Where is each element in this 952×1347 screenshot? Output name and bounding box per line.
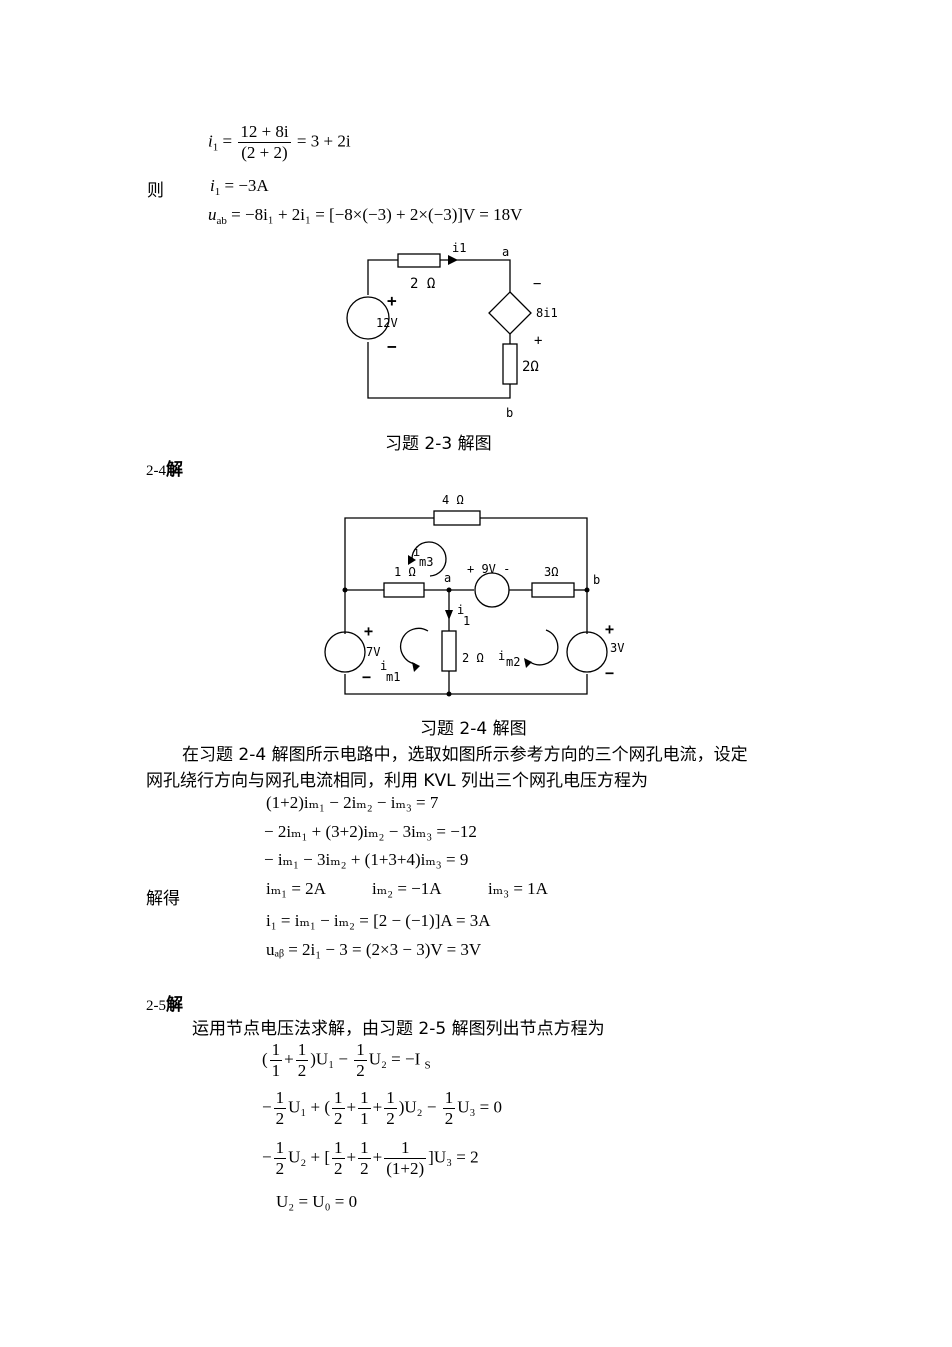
label-im2: i (498, 649, 505, 663)
circuit-2-3: i1 a b 2 Ω 12V 8i1 2Ω + − − + (346, 241, 558, 420)
label-12v: 12V (376, 316, 398, 330)
resistor-1ohm (383, 582, 425, 598)
para-2-4-line1: 在习题 2-4 解图所示电路中，选取如图所示参考方向的三个网孔电流，设定 (182, 745, 748, 765)
resistor-3ohm (531, 582, 575, 598)
label-1ohm: 1 Ω (394, 565, 416, 579)
heading-2-5: 2-5解 (146, 995, 183, 1015)
resistor-4ohm (433, 510, 481, 526)
mesh-eq-1: (1+2)iₘ₁ − 2iₘ₂ − iₘ₃ = 7 (266, 793, 439, 812)
voltage-source-12v (346, 296, 390, 340)
label-i1-sub: 1 (463, 614, 470, 628)
label-node-b: b (593, 573, 600, 587)
label-im1: i (380, 659, 387, 673)
label-3v: 3V (610, 641, 624, 655)
label-3ohm: 3Ω (544, 565, 558, 579)
label-7v: 7V (366, 645, 380, 659)
label-9v: + 9V - (467, 562, 510, 576)
result-im1: iₘ₁ = 2A (266, 879, 326, 898)
label-2ohm-top: 2 Ω (410, 276, 435, 292)
circuit-2-4: 4 Ω 1 Ω a + 9V - 3Ω b i 1 2 Ω i m3 7V i … (324, 493, 624, 697)
jiede-label: 解得 (146, 889, 180, 909)
label-i1: i1 (452, 241, 466, 255)
label-node-a: a (444, 571, 451, 585)
label-b: b (506, 406, 513, 420)
mesh-arrow-m2 (529, 629, 559, 666)
mesh-eq-3: − iₘ₁ − 3iₘ₂ + (1+3+4)iₘ₃ = 9 (264, 850, 469, 869)
label-i1: i (457, 603, 464, 617)
current-arrow-i1 (448, 255, 458, 265)
voltage-source-3v (566, 631, 608, 673)
caption-2-3: 习题 2-3 解图 (385, 434, 492, 454)
result-i1: i₁ = iₘ₁ − iₘ₂ = [2 − (−1)]A = 3A (266, 911, 491, 930)
mesh-eq-2: − 2iₘ₁ + (3+2)iₘ₂ − 3iₘ₃ = −12 (264, 822, 477, 841)
eq-i1-value: i1 = −3A (210, 176, 269, 198)
label-a: a (502, 245, 509, 259)
eq-i1-rhs: = 3 + 2i (296, 131, 351, 151)
svg-text:−: − (362, 668, 371, 686)
mesh-arrow-m1 (399, 627, 429, 665)
heading-2-4: 2-4解 (146, 460, 183, 480)
resistor-2ohm-right (502, 343, 518, 385)
result-im3: iₘ₃ = 1A (488, 879, 548, 898)
mesh-arrow-m3 (411, 541, 447, 577)
plus-dep: + (534, 333, 542, 349)
resistor-2ohm-top (397, 253, 441, 268)
label-im2-sub: m2 (506, 655, 520, 669)
caption-2-4: 习题 2-4 解图 (420, 719, 527, 739)
result-im2: iₘ₂ = −1A (372, 879, 442, 898)
eq-i1-numerator: 12 + 8i (238, 122, 291, 143)
label-4ohm: 4 Ω (442, 493, 464, 507)
svg-text:+: + (605, 620, 614, 638)
resistor-2ohm (441, 630, 457, 672)
label-im3-sub: m3 (419, 555, 433, 569)
eq-uab-23: uab = −8i₁ + 2i₁ = [−8×(−3) + 2×(−3)]V =… (208, 205, 523, 227)
ze-label: 则 (147, 181, 164, 201)
svg-text:−: − (605, 664, 614, 682)
label-2ohm: 2 Ω (462, 651, 484, 665)
arrow-i1 (445, 610, 453, 620)
minus-12v: − (387, 337, 397, 356)
svg-text:+: + (364, 622, 373, 640)
eq-i1-fraction: i1 = 12 + 8i(2 + 2) = 3 + 2i (208, 122, 351, 162)
plus-12v: + (387, 291, 397, 310)
voltage-source-7v (324, 631, 366, 673)
node-eq-4: U₂ = U₀ = 0 (276, 1192, 358, 1211)
minus-dep: − (533, 276, 541, 292)
eq-i1-denominator: (2 + 2) (241, 143, 288, 162)
dependent-source (488, 291, 532, 335)
result-uab: uₐᵦ = 2i₁ − 3 = (2×3 − 3)V = 3V (266, 940, 482, 959)
label-im3: i (413, 545, 420, 559)
label-2ohm-right: 2Ω (522, 359, 539, 375)
intro-2-5: 运用节点电压法求解，由习题 2-5 解图列出节点方程为 (192, 1019, 605, 1039)
para-2-4-line2: 网孔绕行方向与网孔电流相同，利用 KVL 列出三个网孔电压方程为 (146, 771, 649, 791)
label-im1-sub: m1 (386, 670, 400, 684)
voltage-source-9v (474, 572, 510, 608)
label-8i1: 8i1 (536, 306, 558, 320)
